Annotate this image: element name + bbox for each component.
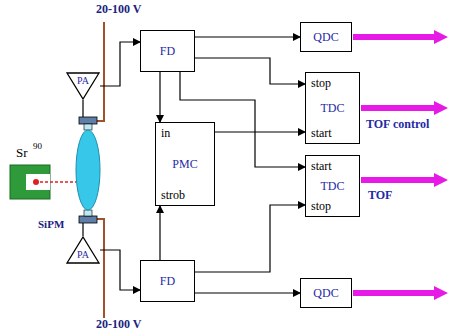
qdc-box: QDC bbox=[300, 22, 352, 52]
sipm-cap bbox=[79, 216, 97, 223]
node-text: FD bbox=[160, 44, 175, 58]
signal-wire bbox=[100, 42, 140, 86]
output-arrow bbox=[353, 286, 448, 300]
pmc-box: inPMC strob bbox=[155, 122, 215, 206]
beta-path bbox=[40, 181, 76, 183]
node-text: TDC bbox=[321, 179, 345, 193]
output-arrow bbox=[361, 101, 448, 115]
node-text: FD bbox=[160, 274, 175, 288]
node-text: strob bbox=[161, 188, 185, 202]
preamp-triangle: PA bbox=[66, 72, 100, 100]
node-text: PA bbox=[77, 75, 89, 87]
node-text: PMC bbox=[172, 157, 197, 171]
sipm-neck bbox=[84, 124, 92, 130]
isotope-label: Sr bbox=[16, 146, 28, 161]
tdc-box: startTDC stop bbox=[305, 155, 360, 217]
signal-wire bbox=[195, 36, 300, 37]
output-label: TOF bbox=[368, 189, 392, 203]
detector-label: SiPM bbox=[38, 218, 64, 231]
node-text: TDC bbox=[321, 101, 345, 115]
sipm-cap bbox=[79, 117, 97, 124]
node-text: in bbox=[161, 126, 170, 140]
output-label: TOF control bbox=[366, 118, 429, 132]
isotope-mass: 90 bbox=[33, 141, 42, 151]
tdc-box: stopTDC start bbox=[305, 72, 360, 144]
signal-wire bbox=[159, 206, 160, 260]
scintillator bbox=[76, 130, 100, 210]
node-text: PA bbox=[77, 249, 89, 261]
voltage-label: 20-100 V bbox=[96, 318, 141, 332]
signal-wire bbox=[100, 250, 140, 290]
signal-wire bbox=[82, 100, 83, 118]
signal-wire bbox=[195, 292, 300, 293]
bias-line bbox=[96, 219, 104, 318]
signal-wire bbox=[195, 205, 305, 272]
voltage-label: 20-100 V bbox=[96, 3, 141, 17]
fd-box: FD bbox=[140, 30, 195, 72]
output-arrow bbox=[361, 173, 448, 187]
sipm-neck bbox=[84, 210, 92, 216]
signal-wire bbox=[159, 72, 160, 122]
signal-wire bbox=[195, 58, 305, 84]
qdc-box: QDC bbox=[300, 278, 352, 308]
preamp-triangle: PA bbox=[66, 236, 100, 264]
node-text: QDC bbox=[313, 30, 338, 44]
node-text: stop bbox=[311, 199, 331, 213]
signal-wire bbox=[82, 222, 83, 236]
node-text: QDC bbox=[313, 286, 338, 300]
signal-wire bbox=[215, 131, 305, 132]
node-text: start bbox=[311, 159, 332, 173]
fd-box: FD bbox=[140, 260, 195, 302]
bias-line bbox=[96, 22, 104, 121]
node-text: stop bbox=[311, 76, 331, 90]
source bbox=[33, 179, 39, 185]
source-holder bbox=[10, 165, 50, 199]
node-text: start bbox=[311, 126, 332, 140]
output-arrow bbox=[353, 30, 448, 44]
